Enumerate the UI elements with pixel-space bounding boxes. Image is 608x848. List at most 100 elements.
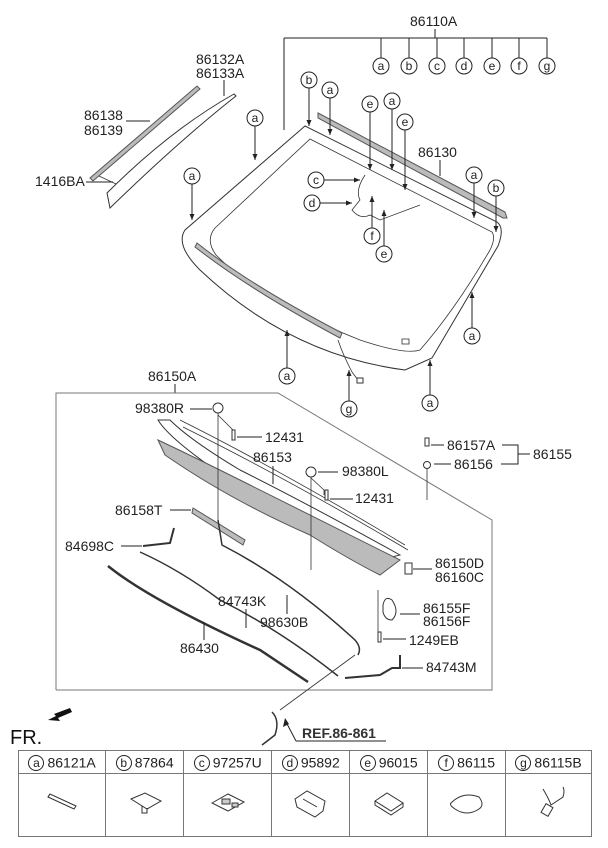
windshield-callout-a: a bbox=[383, 92, 401, 110]
callout-letter: a bbox=[378, 59, 385, 73]
arrow-icon bbox=[493, 226, 499, 232]
front-arrow-icon bbox=[48, 708, 72, 721]
legend-image-f bbox=[427, 773, 507, 837]
label-1249EB: 1249EB bbox=[409, 632, 459, 648]
screw-12431-1: 12431 bbox=[231, 429, 304, 445]
label-86155: 86155 bbox=[533, 446, 572, 462]
seal-86153: 86153 bbox=[253, 449, 292, 484]
callout-letter: e bbox=[489, 59, 496, 73]
callout-circle bbox=[340, 400, 358, 418]
callout-circle bbox=[363, 227, 381, 245]
plate-icon bbox=[294, 789, 326, 818]
callout-circle bbox=[400, 57, 418, 75]
callout-letter: e bbox=[381, 247, 388, 261]
cover-86155F: 86155F 86156F bbox=[377, 590, 470, 640]
arrow-icon bbox=[189, 214, 195, 220]
label-86160C: 86160C bbox=[435, 569, 484, 585]
windshield-callout-a: a bbox=[463, 327, 481, 345]
callout-letter: a bbox=[189, 169, 196, 183]
legend-part-number: 95892 bbox=[300, 754, 340, 771]
callout-circle bbox=[455, 57, 473, 75]
arrow-icon bbox=[283, 718, 289, 727]
label-98380L: 98380L bbox=[342, 463, 389, 479]
callout-circle bbox=[307, 171, 325, 189]
legend-callout: e bbox=[359, 754, 376, 771]
legend-part-number: 87864 bbox=[134, 754, 174, 771]
callout-circle bbox=[383, 92, 401, 110]
callout-circle bbox=[303, 194, 321, 212]
windshield-callout-c: c bbox=[307, 171, 325, 189]
windshield-callout-a: a bbox=[183, 167, 201, 185]
arrow-icon bbox=[346, 370, 352, 376]
callout-circle bbox=[183, 167, 201, 185]
callout-letter: g bbox=[346, 402, 353, 416]
callout-letter: b bbox=[406, 59, 413, 73]
label-86138: 86138 bbox=[84, 107, 123, 123]
assembly-callout-a: a bbox=[372, 57, 390, 75]
label-12431-2: 12431 bbox=[355, 490, 394, 506]
callout-letter: d bbox=[309, 196, 316, 210]
callout-circle bbox=[300, 71, 318, 89]
callout-circle bbox=[361, 95, 379, 113]
assembly-callout-c: c bbox=[428, 57, 446, 75]
callout-circle bbox=[278, 367, 296, 385]
arrow-icon bbox=[469, 292, 475, 298]
legend-part-number: 97257U bbox=[212, 754, 262, 771]
callout-letter: f bbox=[370, 229, 374, 243]
spacer-icon bbox=[373, 791, 404, 816]
legend-image-c bbox=[183, 773, 273, 837]
label-86156: 86156 bbox=[454, 456, 493, 472]
windshield-callout-d: d bbox=[303, 194, 321, 212]
arrow-icon bbox=[381, 210, 387, 216]
callout-letter: a bbox=[389, 94, 396, 108]
callout-circle bbox=[421, 394, 439, 412]
reference-label[interactable]: REF.86-861 bbox=[302, 725, 376, 741]
windshield-callout-a: a bbox=[465, 166, 483, 184]
side-molding-inner: 86138 86139 1416BA bbox=[35, 85, 201, 189]
label-86130: 86130 bbox=[418, 144, 457, 160]
callout-letter: a bbox=[471, 168, 478, 182]
callout-circle bbox=[538, 57, 556, 75]
assembly-callout-g: g bbox=[538, 57, 556, 75]
legend-callout: c bbox=[193, 754, 210, 771]
callout-circle bbox=[465, 166, 483, 184]
label-84743K: 84743K bbox=[218, 593, 267, 609]
callout-circle bbox=[246, 109, 264, 127]
callout-circle bbox=[428, 57, 446, 75]
clip-icon bbox=[129, 791, 162, 813]
arrow-icon bbox=[427, 360, 433, 366]
legend-part-number: 86115B bbox=[534, 754, 582, 771]
windshield-callout-b: b bbox=[300, 71, 318, 89]
callout-circle bbox=[510, 57, 528, 75]
label-86133A: 86133A bbox=[196, 65, 245, 81]
legend-callout: d bbox=[281, 754, 298, 771]
arrow-icon bbox=[389, 164, 395, 170]
label-84698C: 84698C bbox=[65, 538, 114, 554]
fastener-86155: 86157A 86156 86155 bbox=[423, 437, 572, 500]
callout-circle bbox=[396, 113, 414, 131]
windshield-glass bbox=[181, 125, 502, 384]
windshield-callout-a: a bbox=[246, 109, 264, 127]
label-86150D: 86150D bbox=[435, 555, 484, 571]
assembly-callout-f: f bbox=[510, 57, 528, 75]
reference-link[interactable]: REF.86-861 bbox=[283, 718, 386, 742]
callout-letter: b bbox=[306, 73, 313, 87]
label-86139: 86139 bbox=[84, 122, 123, 138]
callout-letter: e bbox=[367, 97, 374, 111]
callout-letter: a bbox=[284, 369, 291, 383]
callout-letter: f bbox=[517, 59, 521, 73]
hose-84698C: 84698C bbox=[65, 527, 175, 554]
assembly-callout-d: d bbox=[455, 57, 473, 75]
label-86158T: 86158T bbox=[115, 502, 163, 518]
windshield-callout-e: e bbox=[361, 95, 379, 113]
front-label: FR. bbox=[10, 727, 42, 749]
windshield-callout-g: g bbox=[340, 400, 358, 418]
bracket-icon bbox=[210, 792, 245, 812]
